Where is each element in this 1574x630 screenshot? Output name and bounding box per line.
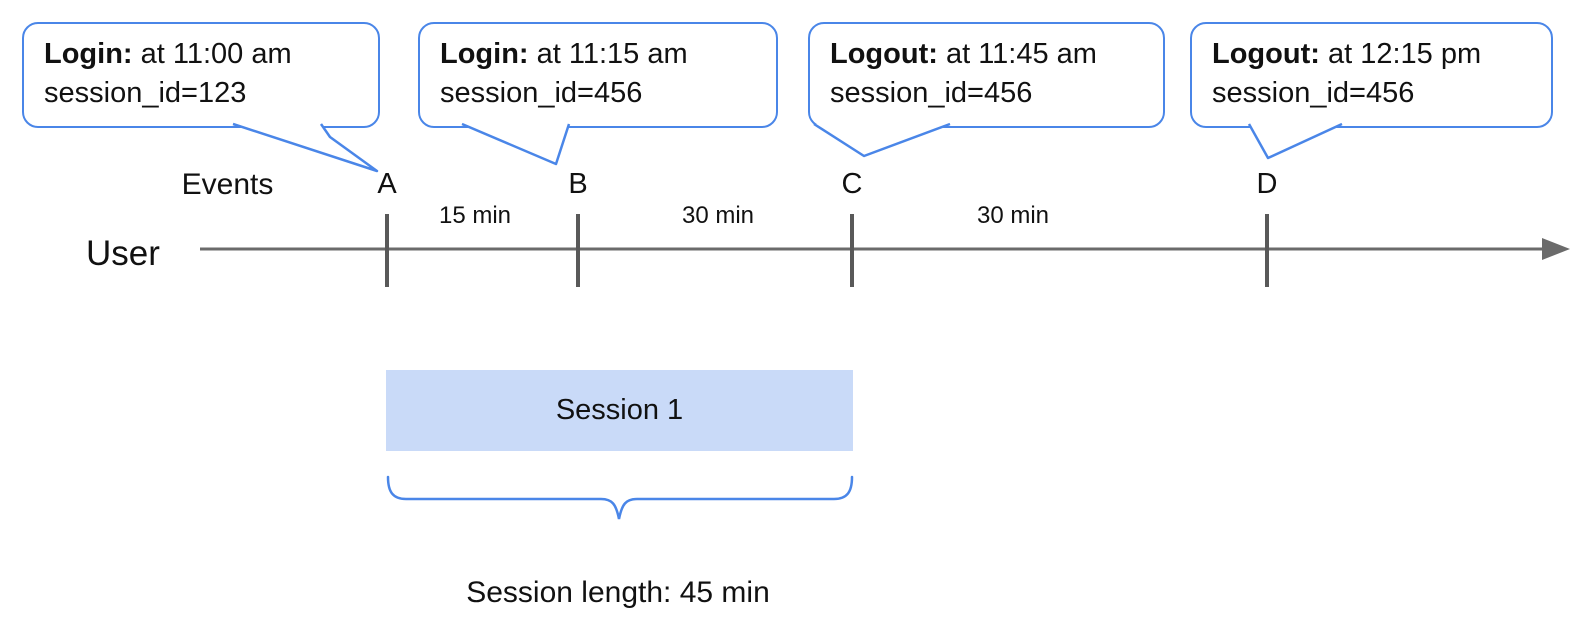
event-type-label: Login:: [44, 38, 133, 70]
callout-line-2: session_id=456: [1212, 77, 1415, 109]
event-type-label: Login:: [440, 38, 529, 70]
callout-line-1: Login: at 11:00 am: [44, 35, 358, 74]
callout-login-a: Login: at 11:00 am session_id=123: [22, 22, 380, 128]
callout-tail-b: [461, 122, 571, 166]
callout-line-2: session_id=123: [44, 77, 247, 109]
session-1-label: Session 1: [555, 394, 684, 426]
tick-label-c: C: [841, 168, 863, 200]
callout-tail-c: [813, 122, 951, 158]
event-type-label: Logout:: [830, 38, 938, 70]
callout-line-2: session_id=456: [830, 77, 1033, 109]
event-time: at 11:45 am: [937, 38, 1097, 70]
event-time: at 11:15 am: [528, 38, 688, 70]
events-axis-label: Events: [181, 168, 274, 201]
tick-label-d: D: [1256, 168, 1278, 200]
session-length-label: Session length: 45 min: [466, 576, 770, 609]
callout-line-1: Login: at 11:15 am: [440, 35, 756, 74]
callout-login-b: Login: at 11:15 am session_id=456: [418, 22, 778, 128]
tick-label-b: B: [568, 168, 588, 200]
interval-label-30min-1: 30 min: [681, 202, 755, 229]
callout-line-2: session_id=456: [440, 77, 643, 109]
interval-label-15min: 15 min: [438, 202, 512, 229]
event-time: at 12:15 pm: [1319, 38, 1482, 70]
session-length-brace: [386, 475, 854, 520]
callout-line-1: Logout: at 12:15 pm: [1212, 35, 1531, 74]
callout-logout-c: Logout: at 11:45 am session_id=456: [808, 22, 1165, 128]
callout-logout-d: Logout: at 12:15 pm session_id=456: [1190, 22, 1553, 128]
user-actor-label: User: [86, 234, 160, 273]
event-time: at 11:00 am: [132, 38, 292, 70]
callout-line-1: Logout: at 11:45 am: [830, 35, 1143, 74]
event-type-label: Logout:: [1212, 38, 1320, 70]
callout-tail-a: [232, 122, 379, 173]
interval-label-30min-2: 30 min: [976, 202, 1050, 229]
tick-label-a: A: [377, 168, 397, 200]
session-1-box: Session 1: [386, 370, 853, 451]
callout-tail-d: [1247, 122, 1343, 160]
arrowhead-icon: [1542, 238, 1570, 260]
